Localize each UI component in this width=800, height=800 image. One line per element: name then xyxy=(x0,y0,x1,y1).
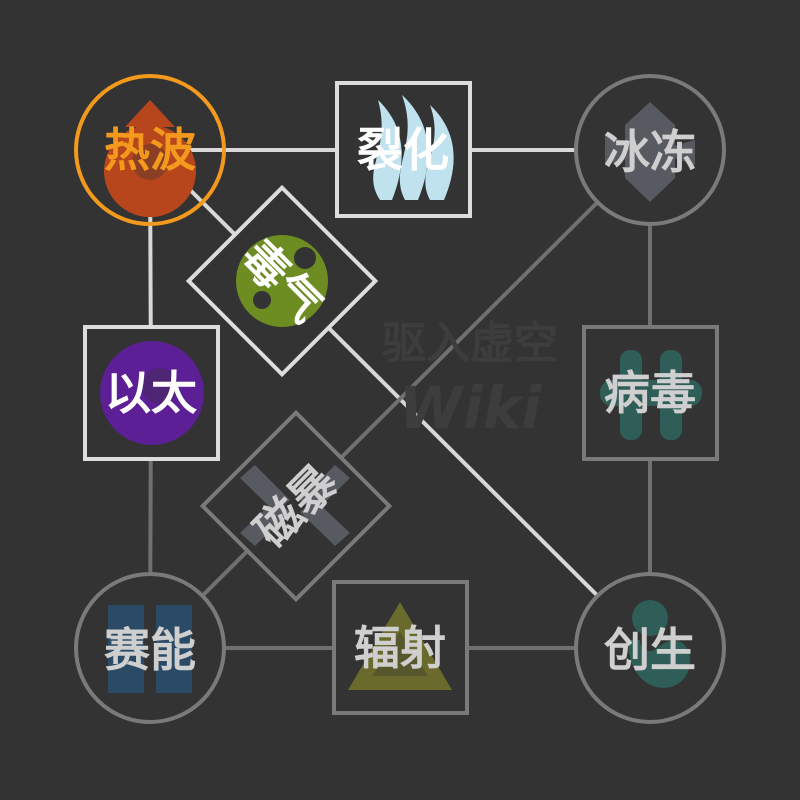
node-ether[interactable]: 以太 xyxy=(83,325,220,461)
node-psionic-label: 赛能 xyxy=(104,623,196,677)
node-creation[interactable]: 创生 xyxy=(574,572,726,724)
virus-icon xyxy=(600,350,702,440)
psi-bars-icon xyxy=(108,605,192,693)
node-radiation[interactable]: 辐射 xyxy=(332,580,469,715)
node-heatwave-ring xyxy=(74,74,226,226)
node-magstorm-frame xyxy=(199,409,393,603)
gas-cloud-icon xyxy=(236,235,328,327)
node-fission[interactable]: 裂化 xyxy=(335,81,472,218)
ether-orb-icon xyxy=(100,341,204,445)
node-radiation-label: 辐射 xyxy=(354,621,446,675)
node-heatwave[interactable]: 热波 xyxy=(74,74,226,226)
node-freeze[interactable]: 冰冻 xyxy=(574,74,726,226)
flame-drop-icon xyxy=(103,100,196,218)
node-virus[interactable]: 病毒 xyxy=(582,325,719,461)
node-heatwave-label: 热波 xyxy=(104,123,196,177)
crystal-icon xyxy=(605,102,695,202)
edge-freeze-psionic xyxy=(148,148,652,650)
node-ether-label: 以太 xyxy=(105,366,197,420)
watermark: 驱入虚空 Wiki xyxy=(382,318,558,442)
node-magstorm[interactable]: 磁暴 xyxy=(199,409,393,603)
triangle-icon xyxy=(348,602,452,690)
node-fission-label: 裂化 xyxy=(357,123,449,177)
svg-text:驱入虚空: 驱入虚空 xyxy=(382,318,558,369)
node-psionic[interactable]: 赛能 xyxy=(74,572,226,724)
seed-icon xyxy=(628,600,690,688)
node-creation-label: 创生 xyxy=(604,623,696,677)
svg-text:Wiki: Wiki xyxy=(399,374,542,442)
node-virus-label: 病毒 xyxy=(604,366,696,420)
magnet-icon xyxy=(240,465,350,546)
node-creation-ring xyxy=(574,572,726,724)
node-toxic[interactable]: 毒气 xyxy=(185,184,379,378)
wisp-icon xyxy=(373,95,454,200)
node-freeze-label: 冰冻 xyxy=(604,125,696,179)
